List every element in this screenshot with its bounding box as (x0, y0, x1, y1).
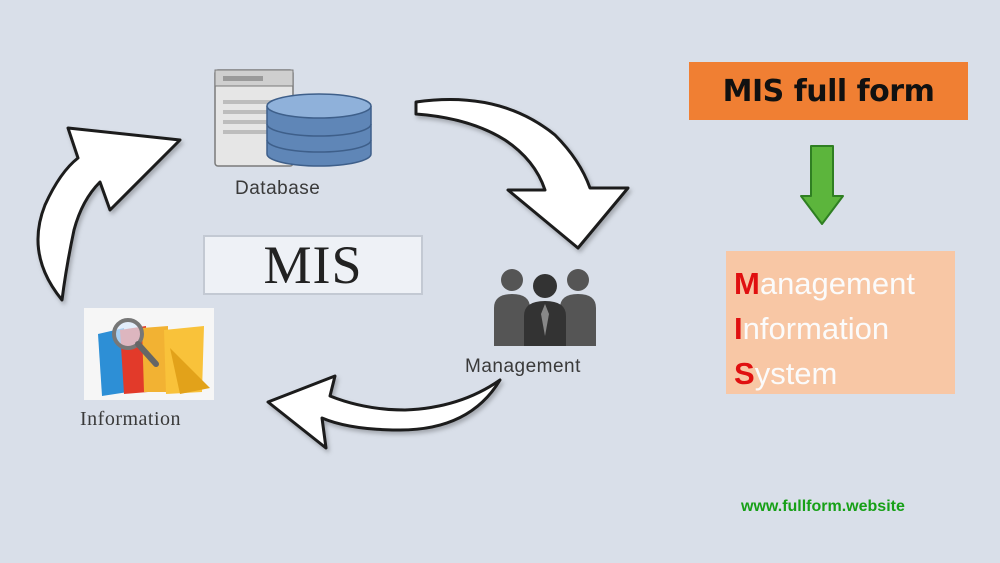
expansion-rest: anagement (759, 266, 915, 301)
expansion-initial: S (734, 356, 755, 391)
database-label: Database (235, 178, 321, 199)
folder-magnifier-icon (84, 308, 214, 400)
management-label: Management (465, 356, 581, 377)
mis-center-box: MIS (203, 235, 423, 295)
expansion-line-management: Management (734, 261, 955, 306)
expansion-rest: ystem (754, 356, 838, 391)
title-box: MIS full form (689, 62, 968, 120)
arrow-management-to-information (266, 374, 502, 450)
expansion-rest: nformation (742, 311, 890, 346)
database-server-icon (214, 69, 372, 167)
expansion-initial: I (734, 311, 743, 346)
arrow-database-to-management (414, 97, 630, 250)
mis-center-label: MIS (263, 235, 363, 295)
expansion-box: Management Information System (726, 251, 955, 394)
expansion-line-system: System (734, 351, 955, 396)
website-link[interactable]: www.fullform.website (741, 498, 905, 515)
arrow-information-to-database (36, 126, 182, 302)
cycle-arrows (36, 97, 630, 450)
down-arrow-icon (800, 145, 844, 225)
title-text: MIS full form (722, 73, 935, 109)
expansion-line-information: Information (734, 306, 955, 351)
management-people-icon (494, 269, 596, 346)
information-label: Information (80, 408, 182, 430)
expansion-initial: M (734, 266, 760, 301)
